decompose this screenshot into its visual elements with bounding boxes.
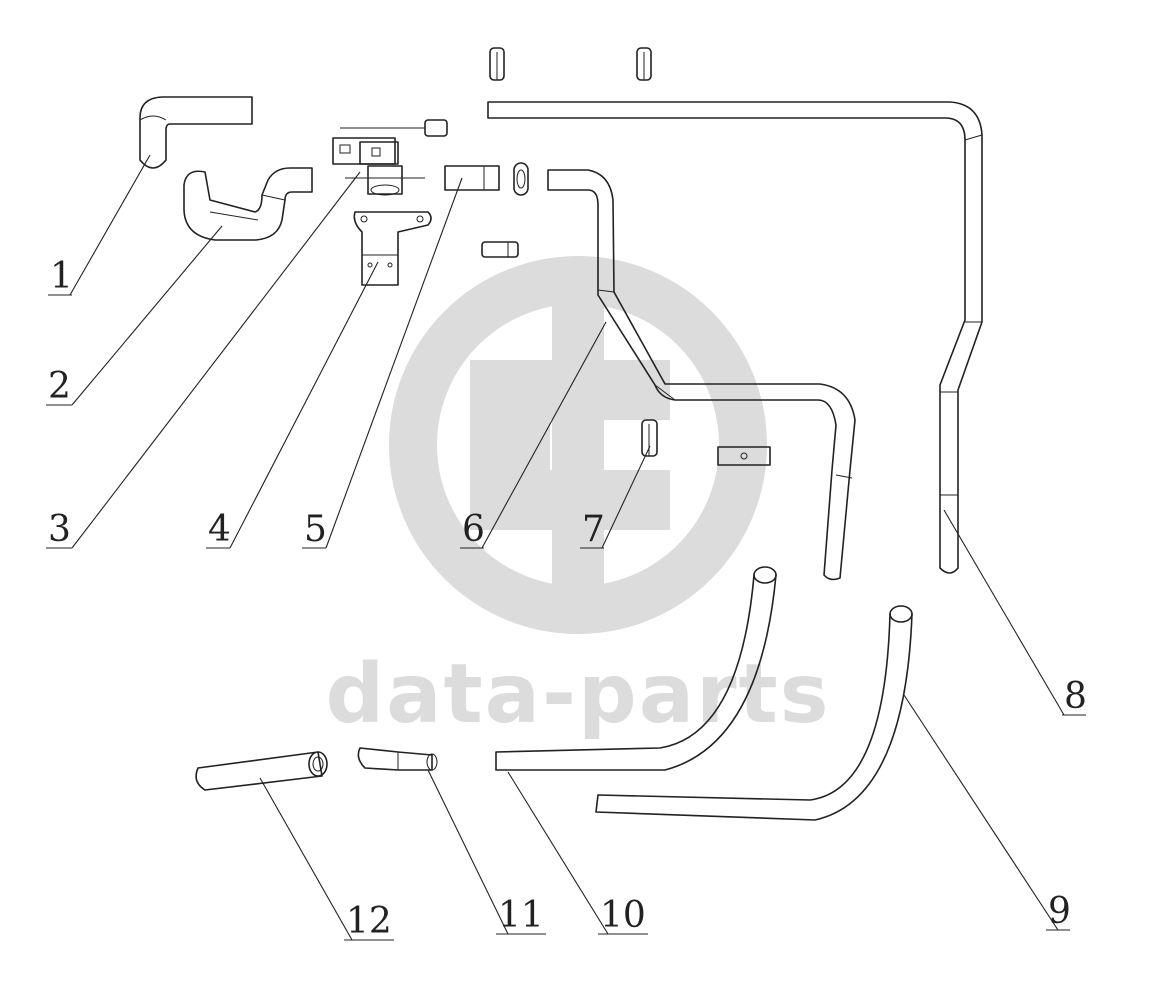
part-11-reducer	[357, 747, 438, 771]
callout-8: 8	[943, 509, 1087, 717]
callout-label-10: 10	[600, 895, 646, 936]
callout-12: 12	[259, 777, 394, 942]
callout-6: 6	[460, 321, 607, 550]
callout-label-3: 3	[48, 509, 71, 550]
part-3-valve-assembly	[332, 119, 448, 196]
part-5-sleeve	[444, 165, 500, 191]
part-8-long-pipe	[487, 101, 983, 574]
callout-label-6: 6	[462, 509, 485, 550]
hose-clamp	[513, 162, 529, 196]
callout-9: 9	[903, 694, 1071, 932]
part-2-s-hose	[183, 167, 313, 241]
part-6-bent-pipe	[547, 169, 856, 581]
callout-4: 4	[206, 261, 379, 550]
callout-label-5: 5	[304, 509, 327, 550]
callout-3: 3	[46, 171, 361, 550]
callout-10: 10	[507, 771, 648, 936]
part-7-bolt	[641, 419, 658, 457]
watermark-text: data-parts	[325, 647, 830, 742]
callout-label-1: 1	[50, 256, 73, 297]
callout-label-11: 11	[498, 895, 544, 936]
callout-5: 5	[302, 177, 463, 550]
small-fitting	[481, 241, 519, 258]
part-9-curved-hose	[595, 605, 913, 821]
part-1-elbow-hose	[139, 96, 253, 169]
callout-7: 7	[580, 445, 651, 550]
bolt-right	[636, 47, 652, 81]
part-10-curved-hose	[495, 566, 777, 771]
part-4-bracket	[353, 211, 432, 286]
callout-label-9: 9	[1048, 891, 1071, 932]
callout-label-8: 8	[1064, 676, 1087, 717]
watermark-logo: data-parts	[325, 256, 830, 742]
callout-2: 2	[46, 225, 223, 407]
callout-11: 11	[427, 769, 546, 936]
pipe-clip	[717, 446, 771, 466]
callout-1: 1	[48, 154, 151, 297]
bolt-left	[489, 47, 505, 81]
part-12-straight-hose	[195, 751, 328, 791]
callout-label-7: 7	[582, 509, 605, 550]
callout-label-12: 12	[346, 901, 392, 942]
callout-label-4: 4	[208, 509, 231, 550]
callout-label-2: 2	[48, 366, 71, 407]
